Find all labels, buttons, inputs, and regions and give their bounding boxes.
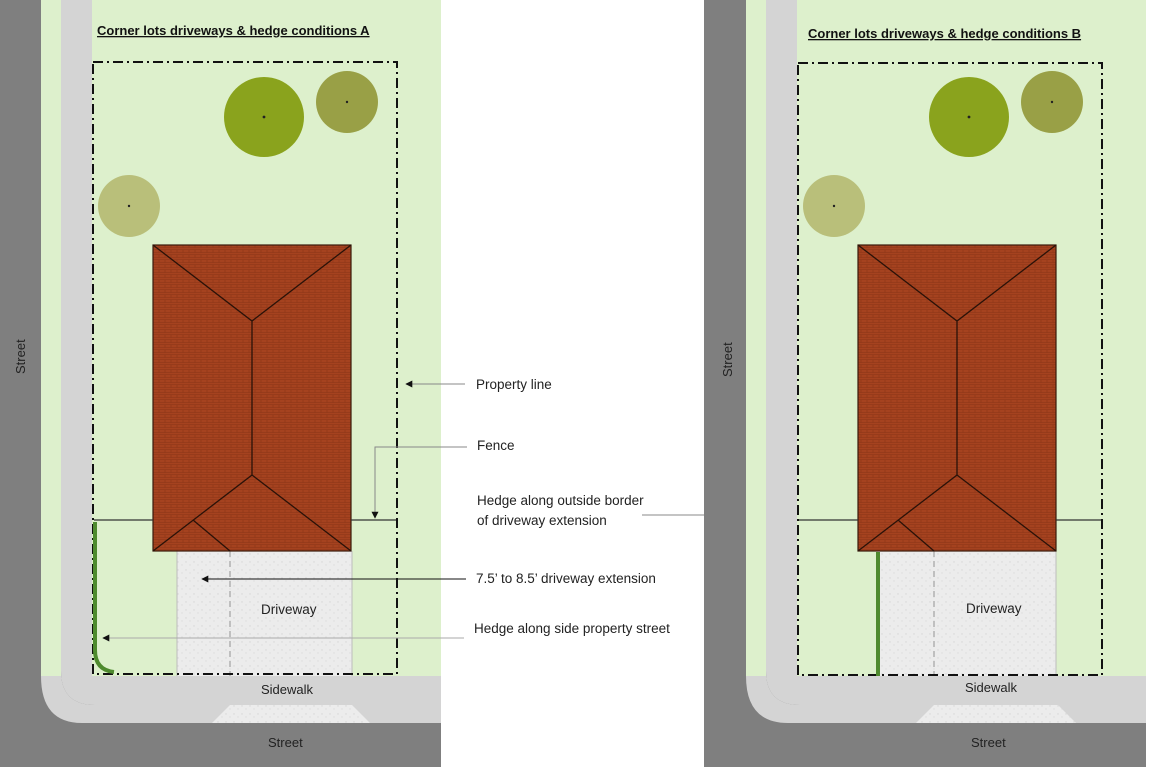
property-line xyxy=(92,61,398,675)
street-side-label: Street xyxy=(720,342,735,377)
lawn-strip xyxy=(746,0,766,676)
panel-a-title: Corner lots driveways & hedge conditions… xyxy=(97,23,370,38)
legend: Property line Fence Hedge along outside … xyxy=(102,377,871,642)
sidewalk-label: Sidewalk xyxy=(261,682,314,697)
street-side-label: Street xyxy=(13,339,28,374)
driveway xyxy=(177,551,352,676)
driveway-apron xyxy=(916,705,1076,723)
driveway xyxy=(878,551,1056,676)
house-roof xyxy=(857,244,1057,552)
legend-hedge-side-street: Hedge along side property street xyxy=(474,621,670,636)
house-roof xyxy=(152,244,352,552)
property-line xyxy=(797,62,1103,676)
driveway-apron xyxy=(212,705,370,723)
legend-hedge-outside-2: of driveway extension xyxy=(477,513,607,528)
legend-hedge-outside-1: Hedge along outside border xyxy=(477,493,644,508)
legend-fence: Fence xyxy=(477,438,515,453)
legend-property-line: Property line xyxy=(476,377,552,392)
driveway-label: Driveway xyxy=(966,601,1022,616)
hedge-side-street xyxy=(93,522,115,674)
panel-b-title: Corner lots driveways & hedge conditions… xyxy=(808,26,1081,41)
lawn-strip xyxy=(41,0,61,676)
panel-b: Corner lots driveways & hedge conditions… xyxy=(704,0,1146,767)
driveway-label: Driveway xyxy=(261,602,317,617)
sidewalk-label: Sidewalk xyxy=(965,680,1018,695)
legend-driveway-extension: 7.5’ to 8.5’ driveway extension xyxy=(476,571,656,586)
street-bottom-label: Street xyxy=(971,735,1006,750)
street-bottom-label: Street xyxy=(268,735,303,750)
panel-a: Corner lots driveways & hedge conditions… xyxy=(0,0,441,767)
